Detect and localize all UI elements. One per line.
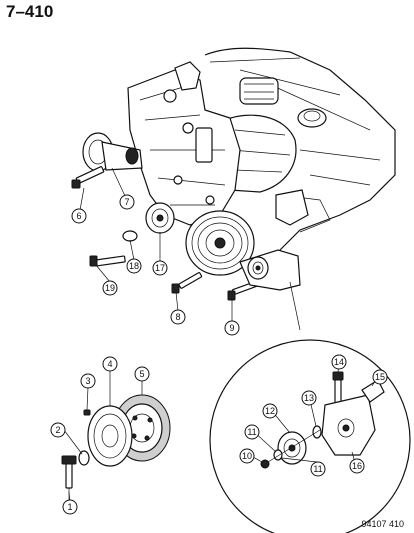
- lower-pulley-exploded: [61, 394, 171, 500]
- callout-8: 8: [170, 309, 186, 325]
- callout-11-right: 11: [310, 461, 326, 477]
- svg-text:19: 19: [105, 283, 115, 293]
- tensioner-bolt: [71, 166, 105, 189]
- callout-1: 1: [62, 499, 78, 515]
- accessory-bracket: [127, 61, 309, 226]
- svg-text:1: 1: [67, 502, 72, 512]
- callout-5: 5: [134, 366, 150, 382]
- svg-text:11: 11: [313, 464, 322, 474]
- callout-13: 13: [301, 390, 317, 406]
- detail-view-circle: [209, 339, 411, 533]
- callout-12: 12: [262, 403, 278, 419]
- callout-18: 18: [126, 258, 142, 274]
- callout-4: 4: [102, 356, 118, 372]
- callout-7: 7: [119, 194, 135, 210]
- svg-text:15: 15: [375, 372, 385, 382]
- callout-10: 10: [239, 448, 255, 464]
- spacer: [122, 230, 138, 242]
- svg-text:8: 8: [175, 312, 180, 322]
- callout-9: 9: [224, 320, 240, 336]
- callout-3: 3: [80, 373, 96, 389]
- callout-11-left: 11: [244, 424, 260, 440]
- callout-14: 14: [331, 354, 347, 370]
- svg-text:18: 18: [129, 261, 139, 271]
- idler-pulley: [145, 202, 175, 234]
- svg-text:7: 7: [124, 197, 129, 207]
- svg-text:9: 9: [229, 323, 234, 333]
- bracket-bolt: [171, 272, 203, 294]
- svg-text:3: 3: [85, 376, 90, 386]
- tensioner-pulley: [82, 132, 143, 172]
- callout-6: 6: [71, 208, 87, 224]
- idler-bracket-assembly: [239, 249, 301, 291]
- svg-text:4: 4: [107, 359, 112, 369]
- svg-text:12: 12: [265, 406, 275, 416]
- engine-block: [204, 47, 396, 251]
- svg-text:17: 17: [155, 263, 165, 273]
- svg-text:5: 5: [139, 369, 144, 379]
- svg-text:6: 6: [76, 211, 81, 221]
- callout-2: 2: [50, 422, 66, 438]
- page-number-label: 7–410: [6, 2, 54, 21]
- svg-text:14: 14: [334, 357, 344, 367]
- svg-text:11: 11: [247, 427, 256, 437]
- svg-text:10: 10: [242, 451, 252, 461]
- callout-16: 16: [349, 458, 365, 474]
- figure-code: 94107 410: [361, 519, 404, 529]
- callout-17: 17: [152, 260, 168, 276]
- callout-19: 19: [102, 280, 118, 296]
- callout-15: 15: [372, 369, 388, 385]
- crankshaft-pulley: [185, 210, 255, 276]
- svg-text:2: 2: [55, 425, 60, 435]
- detail-leader-line: [289, 281, 301, 331]
- svg-text:13: 13: [304, 393, 314, 403]
- svg-text:16: 16: [352, 461, 362, 471]
- idler-bolt: [89, 255, 126, 267]
